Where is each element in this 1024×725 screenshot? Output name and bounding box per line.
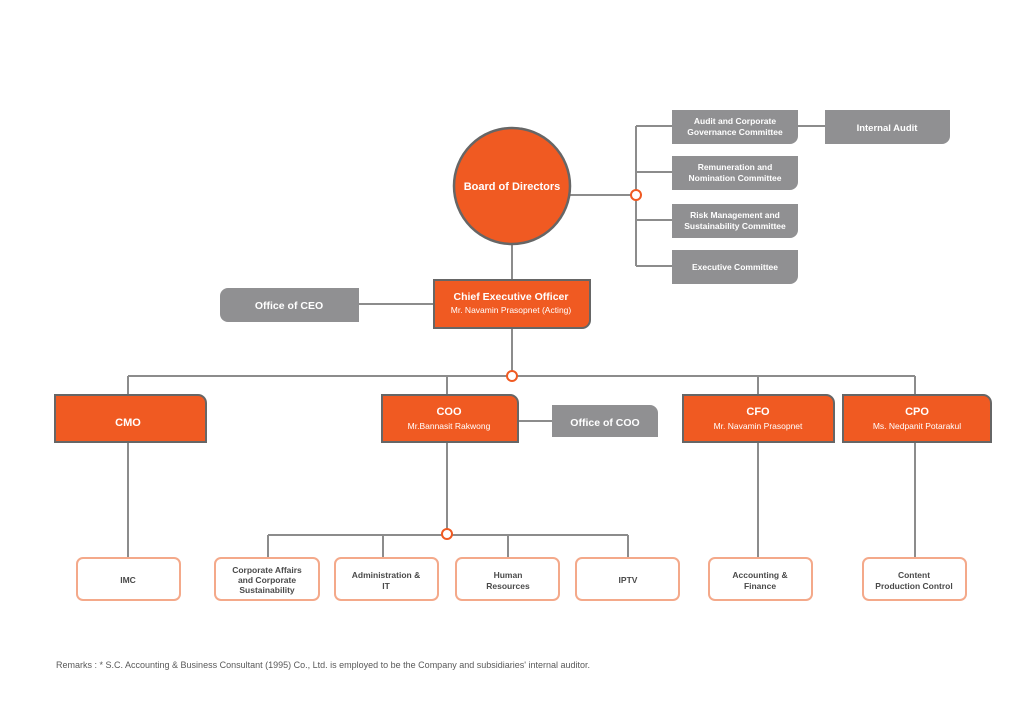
unit-corp-affairs-line: Corporate Affairs (232, 565, 302, 575)
ceo-box (433, 279, 591, 329)
unit-iptv-label: IPTV (619, 575, 638, 585)
office-ceo-label: Office of CEO (255, 300, 323, 312)
unit-admin-it-line: Administration & (352, 570, 420, 580)
internal-audit-box (825, 110, 950, 144)
committee-box (672, 250, 798, 284)
office-coo-node: Office of COO (552, 405, 658, 437)
committee-box (672, 204, 798, 238)
office-ceo-box (220, 288, 359, 322)
cmo-node: CMO (54, 394, 207, 443)
unit-box-content (862, 557, 967, 601)
unit-content-line: Production Control (875, 581, 952, 591)
connectors (127, 125, 916, 558)
remarks-note: Remarks : * S.C. Accounting & Business C… (56, 660, 591, 670)
internal-audit-node: Internal Audit (825, 110, 950, 144)
cpo-title: CPO (905, 406, 929, 418)
unit-content-line: Content (898, 570, 930, 580)
board-circle (452, 126, 572, 246)
unit-admin-it-line: IT (382, 581, 390, 591)
unit-accounting-line: Accounting & (732, 570, 787, 580)
committee-line: Nomination Committee (688, 173, 781, 183)
committee-line: Remuneration and (698, 162, 773, 172)
unit-hr-line: Resources (486, 581, 530, 591)
unit-box-iptv (575, 557, 680, 601)
cfo-box (682, 394, 835, 443)
cpo-name: Ms. Nedpanit Potarakul (873, 421, 961, 431)
unit-box-imc (76, 557, 181, 601)
ceo-title: Chief Executive Officer (454, 291, 569, 303)
cfo-name: Mr. Navamin Prasopnet (714, 421, 803, 431)
junction-node (506, 370, 518, 382)
office-coo-label: Office of COO (570, 417, 639, 429)
cmo-title: CMO (115, 417, 141, 429)
internal-audit-label: Internal Audit (857, 123, 919, 134)
cpo-node: CPO Ms. Nedpanit Potarakul (842, 394, 992, 443)
committee-box (672, 156, 798, 190)
unit-box-accounting (708, 557, 813, 601)
coo-name: Mr.Bannasit Rakwong (408, 421, 491, 431)
committee-risk: Risk Management and Sustainability Commi… (672, 204, 798, 238)
unit-labels: IMC Corporate Affairs and Corporate Sust… (120, 565, 953, 595)
unit-box-corp-affairs (214, 557, 320, 601)
junctions (441, 189, 642, 540)
office-coo-box (552, 405, 658, 437)
committee-box (672, 110, 798, 144)
coo-node: COO Mr.Bannasit Rakwong (381, 394, 519, 443)
committee-line: Audit and Corporate (694, 116, 776, 126)
cmo-box (54, 394, 207, 443)
junction-node (630, 189, 642, 201)
units (76, 557, 967, 601)
committee-line: Sustainability Committee (684, 221, 786, 231)
junction-node (441, 528, 453, 540)
cfo-title: CFO (746, 406, 770, 418)
unit-imc-label: IMC (120, 575, 136, 585)
coo-title: COO (436, 406, 462, 418)
board-node: Board of Directors (452, 126, 572, 246)
unit-box-admin-it (334, 557, 439, 601)
committee-remuneration: Remuneration and Nomination Committee (672, 156, 798, 190)
committee-audit: Audit and Corporate Governance Committee (672, 110, 798, 144)
committee-line: Risk Management and (690, 210, 780, 220)
unit-corp-affairs-line: Sustainability (239, 585, 295, 595)
board-label: Board of Directors (464, 181, 561, 193)
committee-executive: Executive Committee (672, 250, 798, 284)
ceo-name: Mr. Navamin Prasopnet (Acting) (451, 305, 572, 315)
committee-line: Executive Committee (692, 262, 778, 272)
unit-accounting-line: Finance (744, 581, 776, 591)
unit-corp-affairs-line: and Corporate (238, 575, 296, 585)
coo-box (381, 394, 519, 443)
cfo-node: CFO Mr. Navamin Prasopnet (682, 394, 835, 443)
office-ceo-node: Office of CEO (220, 288, 359, 322)
cpo-box (842, 394, 992, 443)
committee-line: Governance Committee (687, 127, 783, 137)
unit-hr-line: Human (494, 570, 523, 580)
ceo-node: Chief Executive Officer Mr. Navamin Pras… (433, 279, 591, 329)
unit-box-hr (455, 557, 560, 601)
committees: Audit and Corporate Governance Committee… (672, 110, 798, 284)
